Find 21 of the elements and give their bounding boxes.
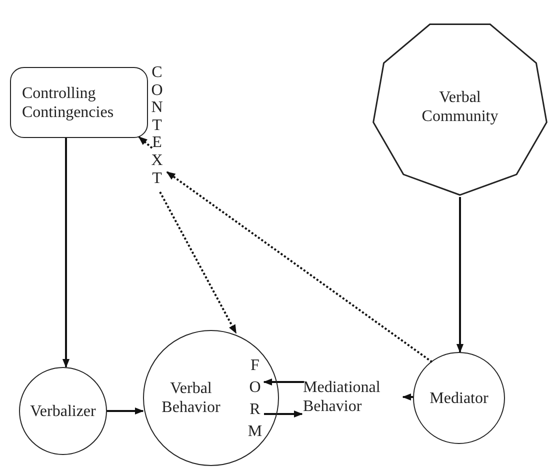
circle-label: Mediator [430, 388, 488, 408]
dotted-arrow [166, 171, 433, 363]
box-label: Controlling Contingencies [22, 84, 115, 122]
process-box [10, 67, 148, 138]
arrow [402, 393, 413, 401]
text-label: Mediational Behavior [303, 378, 405, 418]
circle-label: Verbal Behavior [160, 379, 222, 417]
vertical-label: FORM [247, 355, 263, 445]
arrow [264, 410, 303, 418]
dotted-arrow [159, 192, 237, 334]
circle-node [143, 330, 279, 466]
circle-node [413, 352, 505, 444]
arrow [107, 407, 144, 415]
nonagon-label: Verbal Community [420, 88, 500, 126]
vertical-label: CONTEXT [149, 64, 165, 192]
circle-node [19, 367, 107, 455]
arrow [62, 138, 70, 368]
circle-label: Verbalizer [30, 402, 96, 420]
dotted-arrow [138, 136, 153, 149]
arrow [263, 378, 304, 386]
arrow [456, 197, 464, 353]
